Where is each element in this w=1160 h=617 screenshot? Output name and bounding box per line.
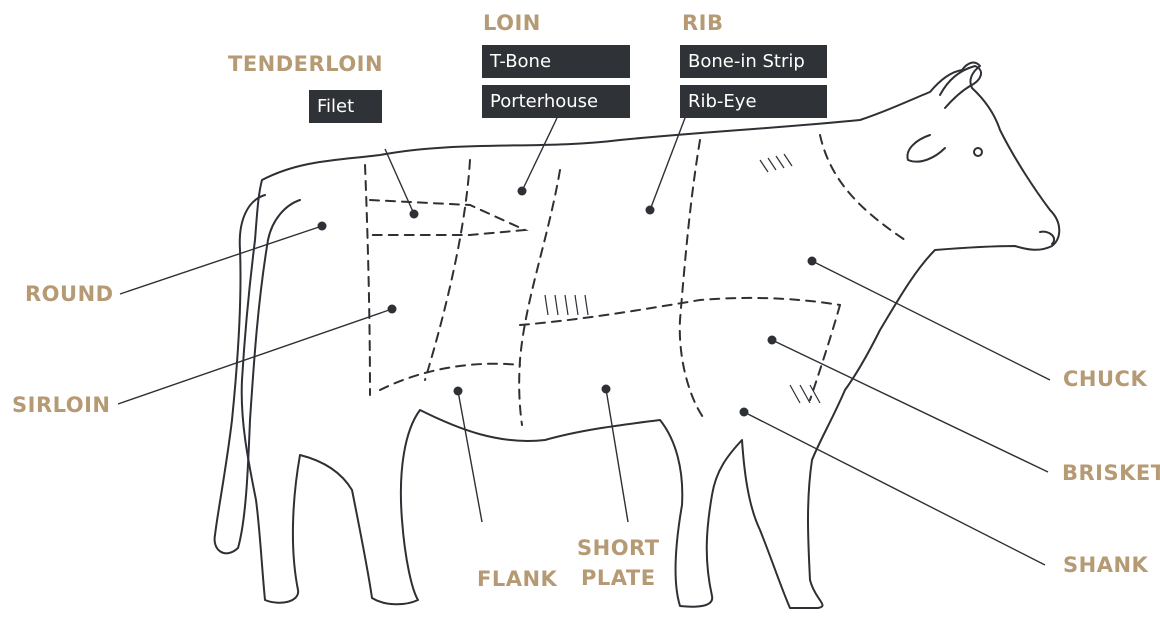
leader-brisket [772,340,1048,472]
dot-loin [518,187,527,196]
loin-tag-porterhouse: Porterhouse [482,85,630,118]
rib-tag-rib-eye: Rib-Eye [680,85,827,118]
rib-label: RIB [682,11,724,35]
leader-loin [522,118,557,191]
sirloin-label: SIRLOIN [12,393,110,417]
cut-line-tenderloin [370,200,525,235]
leader-chuck [812,261,1050,380]
dot-shank [740,408,749,417]
leader-flank [458,391,482,522]
cut-line-flank [380,364,520,390]
short-plate-label-line2: PLATE [577,563,660,593]
cow-ear [907,135,945,162]
cow-tail [215,195,300,553]
cow-nose [1040,232,1054,244]
leader-sirloin [118,309,392,404]
dot-brisket [768,336,777,345]
brisket-label: BRISKET [1062,461,1160,485]
leader-rib [650,118,685,210]
shank-label: SHANK [1063,553,1148,577]
tenderloin-label: TENDERLOIN [228,52,383,76]
cow-outline [242,63,1060,608]
cut-line-brisket [810,305,840,400]
leader-short-plate [606,389,628,522]
cow-eye [974,148,982,156]
cut-line-sirloin-loin [425,160,470,380]
flank-label: FLANK [477,567,557,591]
cow-horn [940,66,981,108]
dot-short-plate [602,385,611,394]
loin-tag-t-bone: T-Bone [482,45,630,78]
dot-chuck [808,257,817,266]
round-label: ROUND [25,282,114,306]
short-plate-label-line1: SHORT [577,533,660,563]
dot-tenderloin [410,210,419,219]
chuck-label: CHUCK [1063,367,1147,391]
cut-line-rib-chuck [680,140,705,420]
belly-hatching [545,295,588,315]
tenderloin-tag-filet: Filet [309,90,382,123]
leader-round [120,226,322,294]
cut-line-loin-rib [519,170,560,425]
leader-shank [744,412,1045,565]
rib-tag-bone-in-strip: Bone-in Strip [680,45,827,78]
dot-round [318,222,327,231]
shoulder-hatching [760,154,792,172]
short-plate-label: SHORT PLATE [577,533,660,593]
loin-label: LOIN [483,11,541,35]
leader-tenderloin [385,149,414,214]
dot-rib [646,206,655,215]
dot-sirloin [388,305,397,314]
dot-flank [454,387,463,396]
cut-line-chuck-neck [820,135,905,240]
brisket-hatching [790,385,820,403]
